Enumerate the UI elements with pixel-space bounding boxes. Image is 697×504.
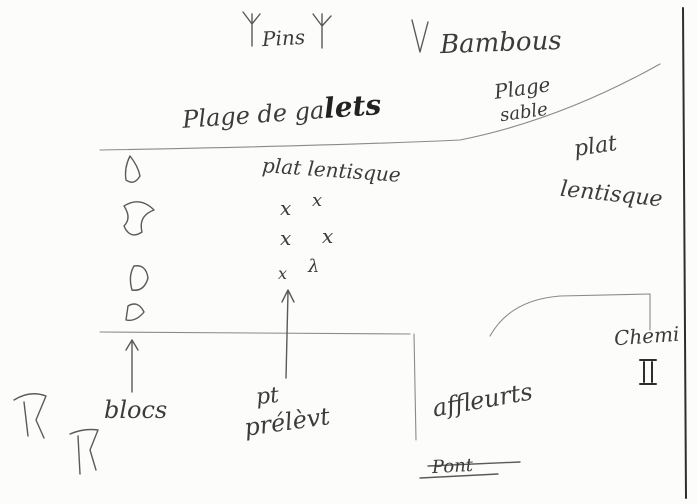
pine-tree-icon bbox=[312, 13, 332, 49]
block-shape bbox=[125, 303, 145, 322]
rock-blocks bbox=[123, 155, 155, 322]
lower-boundary-line bbox=[99, 331, 411, 335]
label-plage-galets-suffix: lets bbox=[322, 88, 383, 125]
chimney-symbol bbox=[639, 359, 657, 385]
arrow-to-sample bbox=[281, 289, 295, 379]
cross-marker: x bbox=[280, 196, 292, 220]
block-shape bbox=[129, 265, 149, 291]
arrow-to-blocks bbox=[125, 339, 139, 393]
cross-marker: x bbox=[278, 264, 288, 283]
label-cheminee: Chemi bbox=[613, 321, 681, 351]
outcrop-outline bbox=[413, 293, 651, 441]
label-bambous: Bambous bbox=[439, 25, 563, 61]
label-plat-right-line1: plat bbox=[572, 131, 619, 162]
bamboo-icon bbox=[411, 19, 429, 53]
cross-marker: x bbox=[322, 224, 334, 248]
block-shape bbox=[123, 201, 155, 236]
block-sketch bbox=[69, 428, 99, 475]
shoreline-curve bbox=[99, 63, 661, 151]
cross-marker: x bbox=[280, 226, 292, 250]
page-edge-line bbox=[682, 7, 687, 499]
lambda-marker: λ bbox=[308, 256, 320, 277]
block-shape bbox=[124, 155, 141, 183]
block-sketch bbox=[13, 393, 47, 439]
label-pont: Pont bbox=[431, 454, 474, 479]
label-blocs: blocs bbox=[104, 396, 168, 424]
cross-marker: x bbox=[312, 190, 323, 211]
bridge-line bbox=[419, 461, 521, 479]
pine-tree-icon bbox=[242, 11, 261, 47]
label-prelevement-line1: pt bbox=[254, 382, 281, 411]
label-pins: Pins bbox=[261, 24, 306, 52]
